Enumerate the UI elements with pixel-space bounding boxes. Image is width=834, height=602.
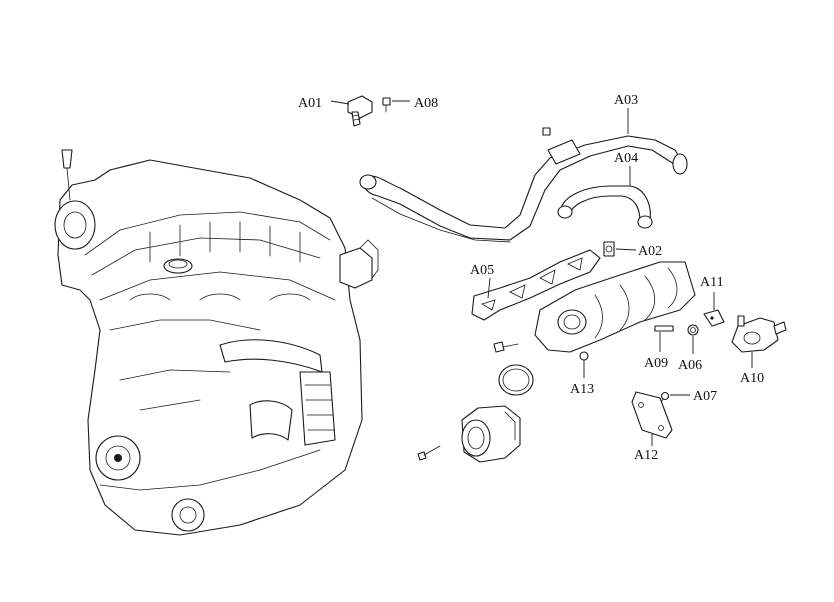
part-a05-gasket — [471, 249, 601, 321]
callout-a02: A02 — [638, 244, 662, 259]
callout-a07: A07 — [693, 389, 717, 404]
bolt-long — [417, 445, 441, 461]
part-a10-sensor — [731, 315, 787, 353]
part-a04-coolant-hose — [557, 185, 653, 229]
callout-a12: A12 — [634, 448, 658, 463]
callout-a09: A09 — [644, 356, 668, 371]
bolt-small — [493, 341, 519, 353]
part-a01-sensor — [347, 95, 373, 127]
callout-a01: A01 — [298, 96, 322, 111]
callout-a04: A04 — [614, 151, 638, 166]
part-a06-nut — [687, 324, 699, 336]
callout-a11: A11 — [700, 275, 724, 290]
part-a13-bolt — [579, 351, 589, 361]
callout-a06: A06 — [678, 358, 702, 373]
o-ring-seal — [498, 364, 534, 396]
part-a03-coolant-pipe — [359, 127, 688, 243]
callout-a10: A10 — [740, 371, 764, 386]
part-a08-bolt — [382, 97, 391, 113]
callout-a03: A03 — [614, 93, 638, 108]
part-a12-plate — [631, 391, 673, 439]
engine-assembly — [54, 149, 379, 536]
part-a11-bracket — [703, 309, 725, 327]
part-intake-manifold — [534, 261, 696, 353]
part-a09-stud — [654, 325, 674, 332]
callout-a13: A13 — [570, 382, 594, 397]
throttle-body — [461, 405, 521, 463]
part-a02-clip — [603, 241, 615, 257]
callout-a05: A05 — [470, 263, 494, 278]
callout-a08: A08 — [414, 96, 438, 111]
